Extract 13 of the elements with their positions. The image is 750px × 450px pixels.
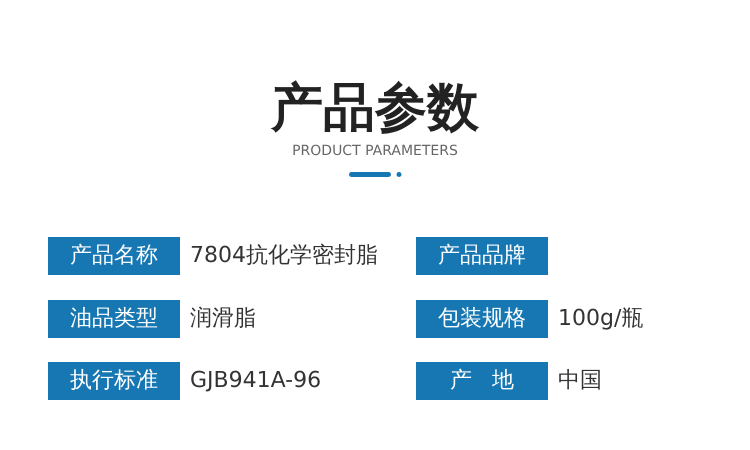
parameter-name: 油品类型: [48, 300, 180, 338]
page-title: 产品参数: [270, 77, 480, 140]
parameter-name: 产品名称: [48, 237, 180, 275]
parameter-name: 产品品牌: [416, 237, 548, 275]
parameter-name: 执行标准: [48, 362, 180, 400]
parameter-value: 100g/瓶: [558, 305, 644, 333]
parameter-name: 包装规格: [416, 300, 548, 338]
parameter-value: GJB941A-96: [190, 367, 322, 395]
subtitle: PRODUCT PARAMETERS: [291, 142, 459, 160]
parameter-value: 中国: [558, 367, 602, 395]
parameter-name: 产地: [416, 362, 548, 400]
parameter-value: 润滑脂: [190, 305, 256, 333]
parameter-value: 7804抗化学密封脂: [190, 242, 378, 270]
